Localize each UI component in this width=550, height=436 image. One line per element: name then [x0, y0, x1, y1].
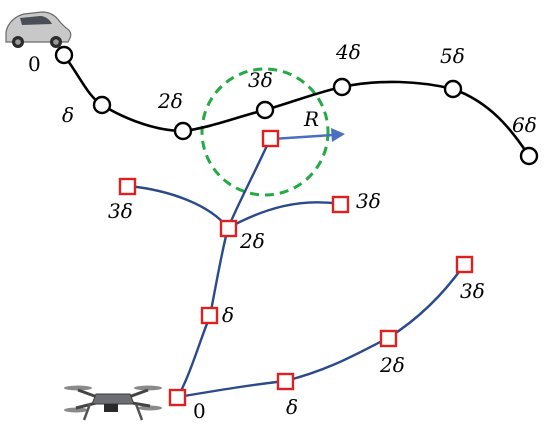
- drone-label-left-tip: 3δ: [108, 199, 133, 223]
- vehicle-node-4: [332, 77, 352, 97]
- radius-arrowhead: [331, 128, 345, 142]
- drone-second-label-1: δ: [286, 395, 298, 419]
- drone-node-left-tip: [118, 177, 137, 196]
- communication-range-circle: [200, 67, 330, 197]
- drone-node-mid: [200, 306, 219, 325]
- drone-node-main-3: [261, 129, 280, 148]
- vehicle-label-4: 4δ: [335, 40, 361, 64]
- vehicle-label-6: 6δ: [512, 113, 537, 137]
- vehicle-node-2: [173, 121, 193, 141]
- vehicle-label-3: 3δ: [248, 68, 273, 92]
- vehicle-label-1: δ: [62, 103, 74, 127]
- drone-node-split: [219, 219, 238, 238]
- vehicle-label-0: 0: [28, 52, 41, 76]
- vehicle-trajectory: [62, 54, 531, 157]
- drone-node-second-3: [455, 255, 474, 274]
- vehicle-node-5: [443, 79, 463, 99]
- drone-second-trajectory: [177, 264, 465, 399]
- drone-label-mid: δ: [222, 303, 234, 327]
- car-icon: [5, 11, 72, 48]
- radius-label: R: [303, 107, 319, 131]
- drone-right-branch: [227, 201, 341, 230]
- vehicle-node-0: [54, 45, 74, 65]
- drone-label-right-tip: 3δ: [356, 189, 381, 213]
- drone-node-second-2: [379, 329, 398, 348]
- drone-second-label-2: 2δ: [379, 353, 405, 377]
- drone-left-branch: [127, 184, 229, 229]
- drone-label-split: 2δ: [239, 229, 265, 253]
- radius-arrow: [271, 133, 334, 141]
- drone-node-right-tip: [331, 195, 350, 214]
- vehicle-node-6: [519, 146, 539, 166]
- vehicle-label-2: 2δ: [157, 89, 183, 113]
- drone-second-label-3: 3δ: [460, 279, 485, 303]
- drone-icon: [64, 385, 162, 421]
- vehicle-node-3: [255, 100, 275, 120]
- drone-node-second-1: [276, 372, 295, 391]
- vehicle-node-1: [92, 95, 112, 115]
- drone-main-trajectory: [176, 138, 272, 398]
- vehicle-label-5: 5δ: [440, 44, 465, 68]
- drone-node-origin: [168, 388, 187, 407]
- drone-label-origin: 0: [193, 399, 206, 423]
